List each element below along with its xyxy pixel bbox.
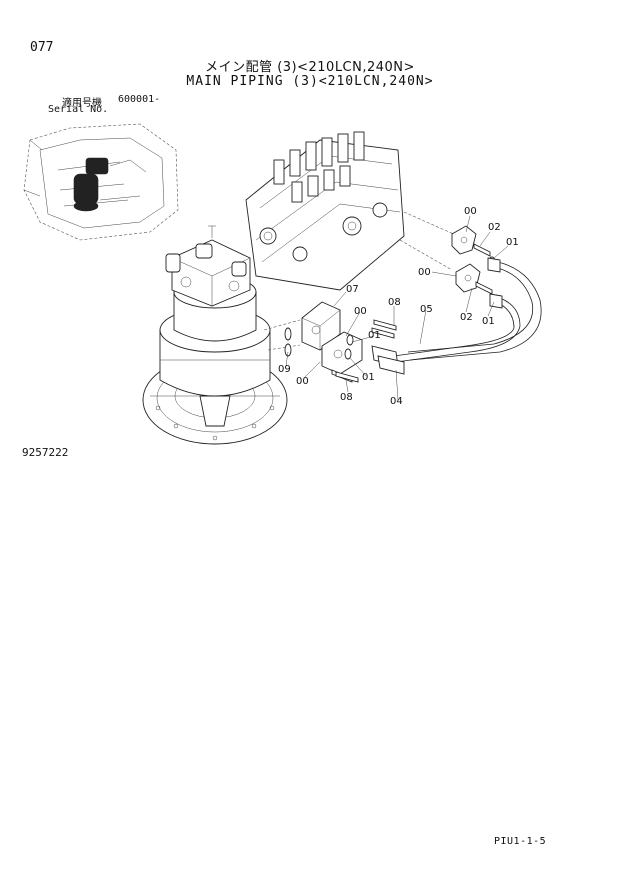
callout-02: 02 [488, 222, 501, 233]
callout-02: 02 [460, 312, 473, 323]
serial-label-japanese: 適用号機 [62, 98, 102, 109]
figure-id: 9257222 [22, 446, 69, 459]
serial-number-value: 600001- [118, 94, 161, 105]
callout-00: 00 [296, 376, 309, 387]
callout-07: 07 [346, 284, 359, 295]
callout-08: 08 [388, 297, 401, 308]
swing-motor-assembly [142, 225, 301, 445]
callout-01: 01 [506, 237, 519, 248]
callout-08: 08 [340, 392, 353, 403]
page-title-english: MAIN PIPING (3)<210LCN,240N> [186, 74, 434, 89]
callout-00: 00 [354, 306, 367, 317]
bolts [335, 327, 395, 383]
machine-location-thumbnail [23, 123, 179, 241]
flange-block-07 [284, 301, 397, 383]
callout-01: 01 [362, 372, 375, 383]
page-number: 077 [30, 40, 54, 55]
callout-01: 01 [482, 316, 495, 327]
callout-leaders [285, 215, 509, 401]
callout-01: 01 [368, 330, 381, 341]
hose-pair-04-05 [371, 257, 542, 375]
upper-split-flanges [451, 225, 500, 306]
control-valve-block [245, 131, 459, 291]
callout-04: 04 [390, 396, 403, 407]
serial-label-english: Serial No. [48, 104, 109, 115]
page-title-japanese: メイン配管 (3)<210LCN,240N> [205, 60, 415, 75]
callout-labels: 00 02 01 00 02 01 07 00 08 05 09 01 00 0… [278, 206, 519, 407]
callout-00: 00 [418, 267, 431, 278]
callout-05: 05 [420, 304, 433, 315]
callout-09: 09 [278, 364, 291, 375]
callout-00: 00 [464, 206, 477, 217]
page-reference: PIU1-1-5 [494, 836, 547, 847]
